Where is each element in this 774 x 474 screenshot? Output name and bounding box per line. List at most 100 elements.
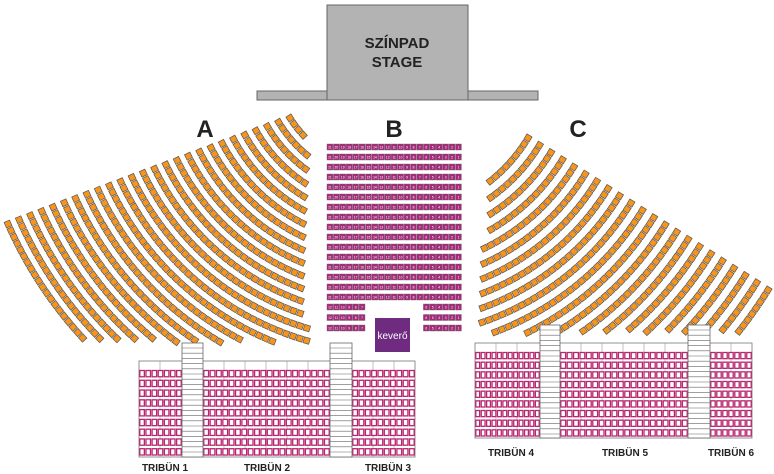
seat[interactable]	[22, 257, 33, 268]
seat[interactable]	[585, 409, 592, 418]
seat[interactable]	[617, 351, 624, 360]
seat[interactable]	[518, 371, 524, 379]
seat[interactable]	[686, 254, 697, 264]
seat[interactable]	[602, 325, 612, 335]
seat[interactable]: 18	[346, 203, 353, 211]
seat[interactable]	[323, 428, 330, 437]
seat[interactable]	[275, 301, 285, 310]
seat[interactable]	[242, 297, 253, 307]
seat[interactable]	[527, 211, 537, 222]
seat[interactable]	[59, 198, 69, 208]
seat[interactable]: 4	[436, 243, 443, 251]
seat[interactable]: 2	[448, 153, 456, 161]
seat[interactable]	[142, 175, 152, 185]
seat[interactable]	[396, 379, 403, 388]
seat[interactable]	[50, 299, 60, 310]
seat[interactable]	[119, 323, 129, 334]
seat[interactable]: 8	[410, 153, 417, 161]
seat[interactable]	[230, 178, 240, 189]
seat[interactable]: 10	[397, 153, 404, 161]
seat[interactable]	[701, 280, 711, 290]
seat[interactable]: 9	[403, 143, 411, 151]
seat[interactable]	[277, 123, 288, 133]
seat[interactable]	[234, 448, 241, 456]
seat[interactable]	[504, 229, 515, 239]
seat[interactable]	[224, 151, 235, 161]
seat[interactable]	[300, 164, 311, 174]
seat[interactable]	[215, 199, 226, 209]
seat[interactable]	[571, 297, 582, 308]
seat[interactable]	[539, 219, 549, 229]
seat[interactable]: 7	[416, 273, 424, 281]
seat[interactable]	[649, 419, 656, 427]
seat[interactable]	[371, 399, 378, 407]
seat[interactable]	[675, 400, 682, 408]
seat[interactable]	[260, 448, 267, 456]
seat[interactable]	[662, 400, 669, 408]
seat[interactable]	[209, 389, 216, 397]
seat[interactable]	[617, 361, 624, 369]
seat[interactable]	[585, 390, 592, 398]
seat[interactable]	[502, 409, 508, 418]
seat[interactable]	[27, 241, 37, 251]
seat[interactable]	[304, 399, 311, 407]
seat[interactable]	[616, 235, 627, 245]
seat[interactable]	[710, 400, 716, 408]
seat[interactable]: 17	[352, 263, 359, 271]
seat[interactable]	[660, 288, 671, 298]
seat[interactable]: 5	[429, 293, 436, 301]
seat[interactable]	[66, 211, 76, 221]
seat[interactable]	[740, 296, 750, 306]
seat[interactable]: 13	[378, 173, 385, 181]
seat[interactable]	[579, 380, 586, 389]
seat[interactable]	[617, 429, 624, 437]
seat[interactable]	[659, 245, 670, 255]
seat[interactable]	[513, 400, 519, 408]
seat[interactable]: 9	[403, 293, 411, 301]
seat[interactable]	[396, 389, 403, 397]
seat[interactable]	[232, 163, 243, 173]
seat[interactable]	[241, 408, 248, 417]
seat[interactable]: 20	[333, 253, 340, 261]
seat[interactable]	[104, 271, 114, 282]
seat[interactable]	[734, 390, 740, 398]
seat[interactable]	[220, 253, 231, 264]
seat[interactable]	[551, 226, 561, 237]
seat[interactable]: 5	[429, 243, 436, 251]
seat[interactable]	[279, 379, 286, 388]
seat[interactable]	[358, 408, 365, 417]
seat[interactable]	[668, 361, 676, 369]
seat[interactable]	[535, 305, 546, 315]
seat[interactable]	[612, 240, 622, 251]
seat[interactable]	[582, 271, 592, 282]
seat[interactable]	[211, 193, 221, 204]
seat[interactable]	[728, 390, 734, 398]
seat[interactable]	[145, 379, 152, 388]
seat[interactable]	[634, 296, 644, 307]
seat[interactable]: 14	[371, 263, 379, 271]
seat[interactable]	[26, 211, 35, 220]
seat[interactable]	[523, 429, 530, 437]
seat[interactable]	[130, 246, 141, 257]
seat[interactable]	[618, 210, 628, 220]
seat[interactable]	[143, 313, 154, 324]
seat[interactable]	[113, 282, 124, 293]
seat[interactable]	[681, 380, 688, 389]
seat[interactable]	[396, 418, 403, 427]
seat[interactable]	[479, 273, 489, 283]
seat[interactable]	[247, 418, 254, 427]
seat[interactable]	[710, 419, 716, 427]
seat[interactable]	[592, 361, 599, 369]
seat[interactable]	[210, 305, 221, 316]
seat[interactable]	[50, 232, 60, 242]
seat[interactable]: 6	[423, 203, 430, 211]
seat[interactable]	[675, 380, 682, 389]
seat[interactable]	[755, 297, 765, 307]
seat[interactable]	[215, 428, 222, 437]
seat[interactable]	[475, 361, 481, 369]
seat[interactable]: 12	[384, 193, 391, 201]
seat[interactable]	[485, 271, 495, 280]
seat[interactable]: 9	[346, 314, 353, 321]
seat[interactable]	[656, 351, 663, 360]
seat[interactable]	[579, 371, 586, 379]
